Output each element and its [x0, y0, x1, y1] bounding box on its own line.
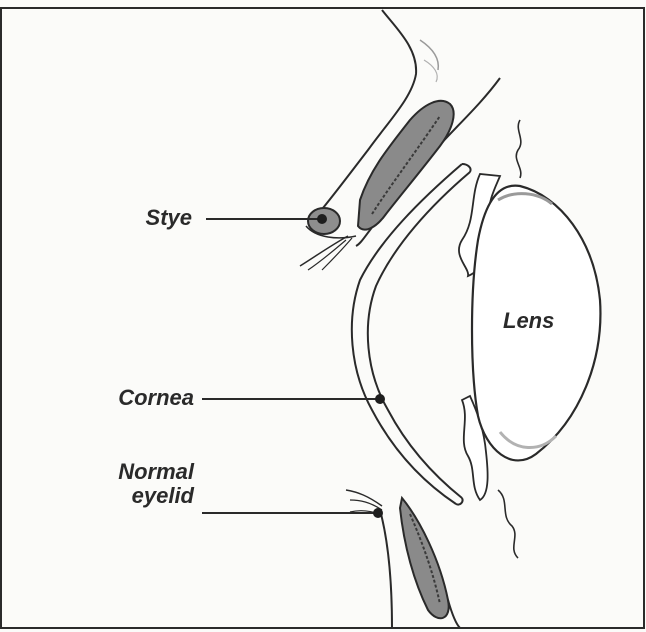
eyelid-marker	[373, 508, 383, 518]
normal-eyelid-label-line1: Normal	[96, 460, 194, 484]
brow-shading	[420, 40, 438, 70]
lower-eyelashes	[346, 490, 382, 506]
cornea-label: Cornea	[90, 386, 194, 410]
cornea-marker	[375, 394, 385, 404]
normal-eyelid-label: Normal eyelid	[96, 460, 194, 508]
lens-label: Lens	[503, 309, 554, 333]
lower-tarsal-gland	[400, 498, 449, 618]
ciliary-body-upper	[516, 120, 521, 178]
ciliary-body-lower	[498, 490, 518, 558]
cornea-inner	[368, 172, 470, 498]
lower-eyelid-outline	[380, 510, 392, 628]
upper-tarsal-gland	[358, 101, 454, 230]
normal-eyelid-label-line2: eyelid	[96, 484, 194, 508]
stye-marker	[317, 214, 327, 224]
stye-label: Stye	[132, 206, 192, 230]
